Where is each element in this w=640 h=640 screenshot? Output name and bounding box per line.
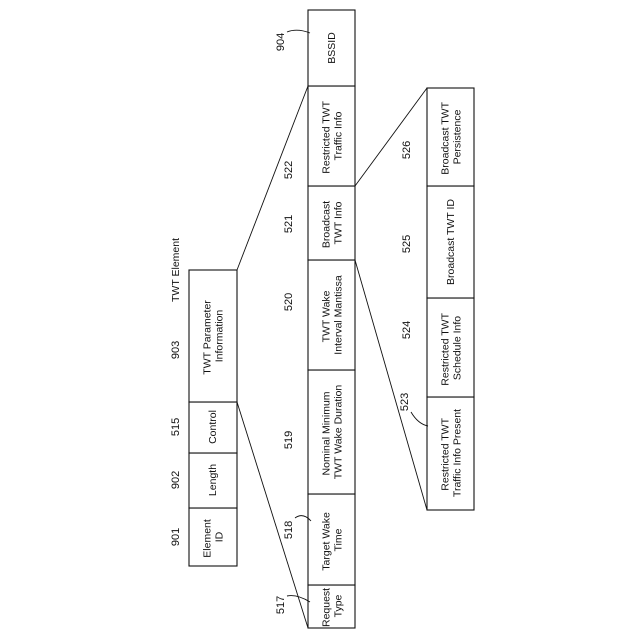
- field-control-label: Control: [207, 410, 219, 444]
- ref-903: 903: [170, 341, 182, 359]
- field-bssid-label: BSSID: [326, 32, 338, 64]
- ref-526: 526: [401, 141, 413, 159]
- ref-523: 523: [399, 393, 411, 411]
- ref-901: 901: [170, 528, 182, 546]
- twt-parameter-information-group: Request Type 517 Target Wake Time 518 No…: [275, 10, 355, 628]
- twt-element-group: TWT Element Element ID 901 Length 902 Co…: [170, 238, 237, 566]
- field-broadcast-twt-id-label: Broadcast TWT ID: [445, 199, 457, 285]
- leader-904: [287, 30, 310, 33]
- field-broadcast-twt-persistence-label: Broadcast TWT Persistence: [439, 99, 463, 174]
- connector-control-to-request-type: [237, 402, 308, 628]
- ref-902: 902: [170, 471, 182, 489]
- field-restricted-twt-traffic-info-present-label: Restricted TWT Traffic Info Present: [439, 409, 463, 497]
- ref-525: 525: [401, 235, 413, 253]
- connector-param-info-to-bssid: [237, 86, 308, 270]
- ref-519: 519: [283, 431, 295, 449]
- ref-515: 515: [170, 418, 182, 436]
- leader-523: [411, 412, 428, 426]
- field-length-label: Length: [207, 464, 219, 496]
- field-restricted-twt-schedule-info-label: Restricted TWT Schedule Info: [439, 310, 463, 385]
- twt-element-title: TWT Element: [170, 238, 182, 302]
- ref-521: 521: [283, 215, 295, 233]
- ref-518: 518: [283, 521, 295, 539]
- field-broadcast-twt-info-label: Broadcast TWT Info: [320, 198, 344, 248]
- ref-904: 904: [275, 33, 287, 51]
- ref-517: 517: [275, 596, 287, 614]
- ref-520: 520: [283, 293, 295, 311]
- connector-broadcast-info-bottom: [355, 260, 427, 510]
- ref-522: 522: [283, 161, 295, 179]
- connector-broadcast-info-top: [355, 88, 427, 186]
- broadcast-twt-info-group: Restricted TWT Traffic Info Present 523 …: [399, 88, 474, 510]
- ref-524: 524: [401, 321, 413, 339]
- field-nominal-minimum-twt-wake-duration-label: Nominal Minimum TWT Wake Duration: [320, 385, 344, 480]
